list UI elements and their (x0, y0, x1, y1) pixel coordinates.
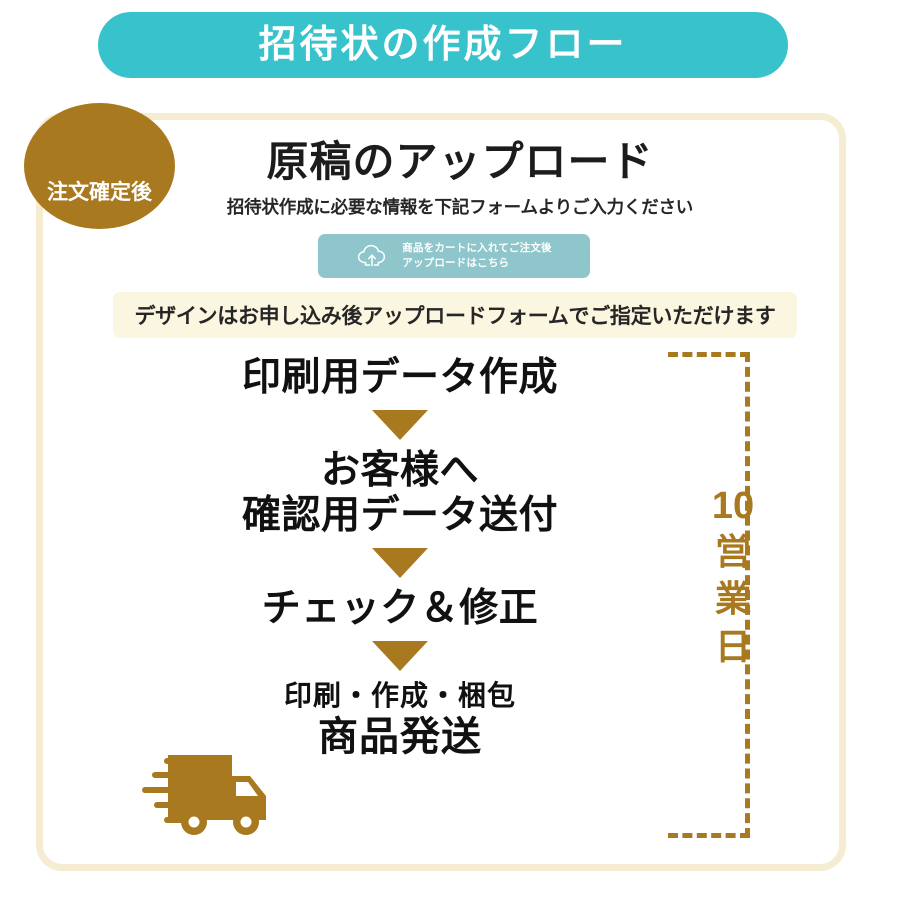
upload-section: 原稿のアップロード 招待状作成に必要な情報を下記フォームよりご入力ください (140, 138, 780, 219)
flow-steps: 印刷用データ作成 お客様へ 確認用データ送付 チェック＆修正 印刷・作成・梱包 … (150, 355, 650, 762)
flow-step-final-line1: 印刷・作成・梱包 (283, 679, 516, 711)
flow-step-final: 印刷・作成・梱包 商品発送 (150, 679, 650, 763)
upload-subtitle: 招待状作成に必要な情報を下記フォームよりご入力ください (226, 197, 694, 218)
lead-time-char-1: 営 (714, 530, 751, 572)
page-title: 招待状の作成フロー (258, 24, 628, 66)
order-confirmed-badge-label: 注文確定後 (47, 181, 152, 204)
lead-time-label: 10 営 業 日 (700, 485, 766, 670)
order-confirmed-badge: 注文確定後 (24, 103, 175, 229)
lead-time-char-3: 日 (714, 625, 751, 667)
upload-cta-line2: アップロードはこちら (402, 257, 510, 269)
cloud-upload-icon (356, 243, 390, 269)
flow-arrow-2-icon (372, 547, 428, 578)
flow-arrow-1-icon (372, 409, 428, 440)
upload-cta-line1: 商品をカートに入れてご注文後 (402, 241, 552, 254)
upload-cta-labels: 商品をカートに入れてご注文後 アップロードはこちら (402, 241, 551, 271)
lead-time-bracket (668, 352, 750, 838)
upload-cta-button[interactable]: 商品をカートに入れてご注文後 アップロードはこちら (318, 234, 590, 278)
lead-time-char-2: 業 (714, 578, 751, 620)
page-title-banner: 招待状の作成フロー (98, 12, 788, 78)
flow-step-2: お客様へ 確認用データ送付 (150, 448, 650, 539)
lead-time-number: 10 (711, 485, 755, 527)
flow-step-2-label-line1: お客様へ (320, 448, 479, 492)
design-note-text: デザインはお申し込み後アップロードフォームでご指定いただけます (134, 305, 776, 328)
delivery-truck-icon (136, 746, 288, 838)
flow-step-3-label: チェック＆修正 (261, 586, 539, 630)
design-note-bar: デザインはお申し込み後アップロードフォームでご指定いただけます (113, 292, 797, 338)
flow-step-1-label: 印刷用データ作成 (241, 356, 558, 399)
upload-heading: 原稿のアップロード (266, 138, 654, 185)
flow-step-2-label-line2: 確認用データ送付 (241, 494, 558, 538)
flow-arrow-3-icon (372, 640, 428, 671)
flow-step-final-line2: 商品発送 (318, 715, 482, 760)
